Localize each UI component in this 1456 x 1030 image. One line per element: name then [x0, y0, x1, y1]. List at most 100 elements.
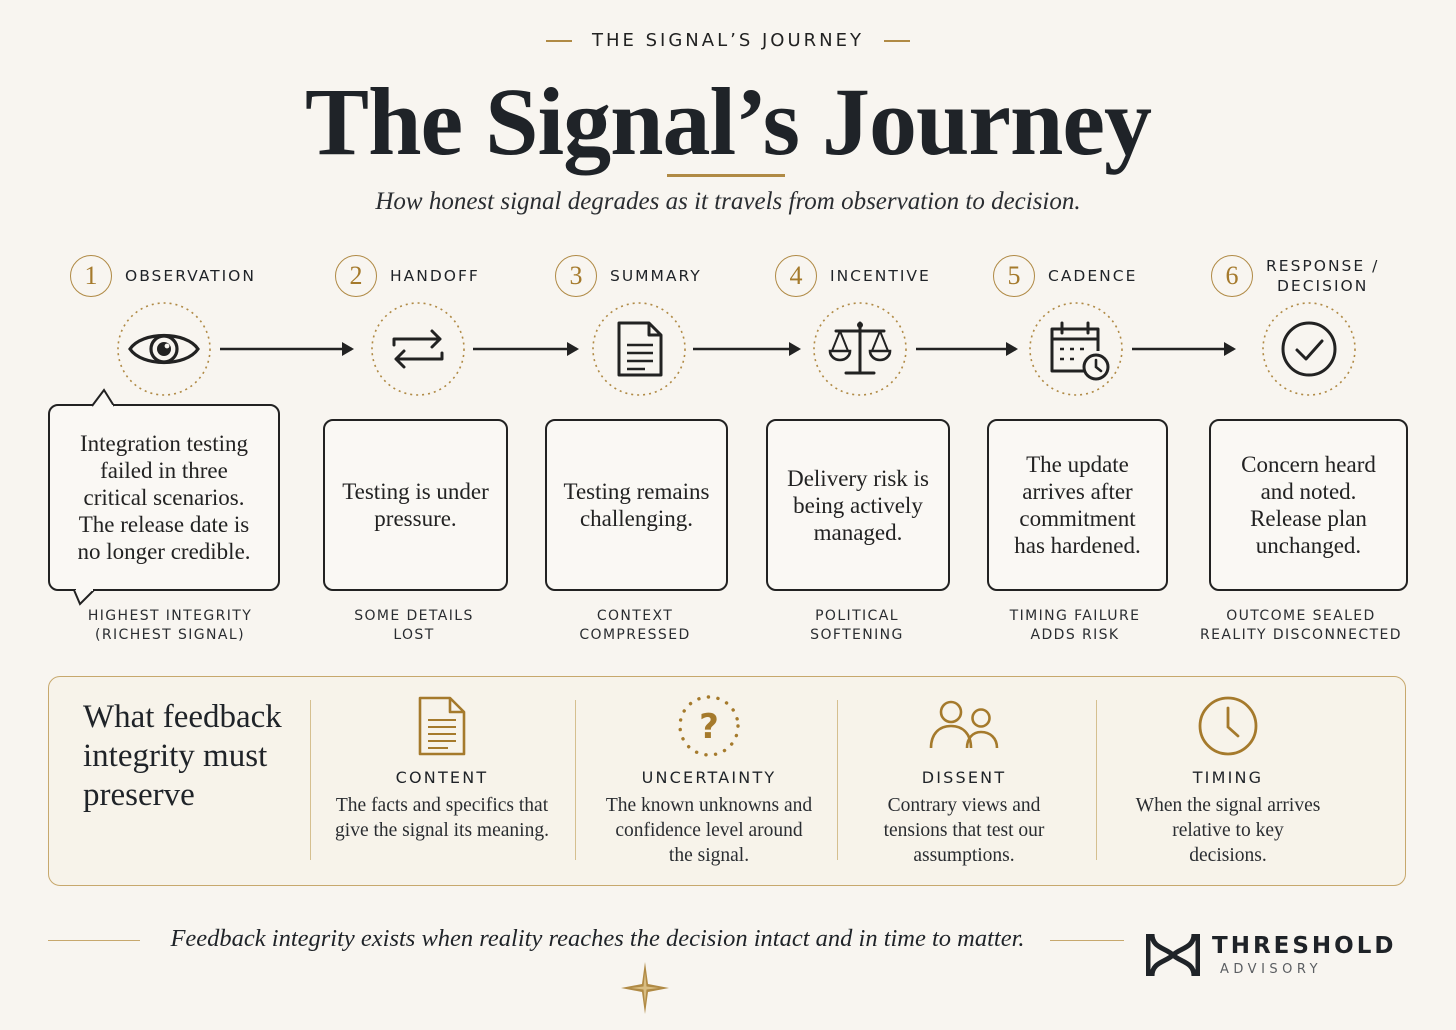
stage-3-note: CONTEXT COMPRESSED	[540, 607, 730, 645]
stage-6-label-line2: DECISION	[1277, 277, 1369, 295]
integrity-panel	[48, 676, 1406, 886]
stage-1-label: OBSERVATION	[125, 267, 256, 285]
stage-2-note-line1: SOME DETAILS	[354, 608, 474, 624]
page-title: The Signal’s Journey	[305, 68, 1152, 175]
threshold-logo-icon	[1146, 933, 1200, 977]
stage-6-note-line1: OUTCOME SEALED	[1226, 608, 1376, 624]
stage-5-note: TIMING FAILURE ADDS RISK	[980, 607, 1170, 645]
stage-5-message: The update arrives after commitment has …	[1014, 452, 1141, 558]
stage-4-note-line1: POLITICAL	[815, 608, 899, 624]
pillar-dissent-label: DISSENT	[921, 768, 1007, 787]
pillar-timing-text: When the signal arrives relative to key …	[1135, 795, 1321, 866]
scales-icon	[813, 302, 907, 396]
stage-1-message: Integration testing failed in three crit…	[77, 431, 251, 564]
stage-4-message-box: Delivery risk is being actively managed.	[766, 419, 950, 591]
eyebrow-rule-left	[546, 40, 572, 42]
panel-divider-1	[310, 700, 312, 860]
stage-6-message: Concern heard and noted. Release plan un…	[1241, 452, 1376, 558]
stage-2-note: SOME DETAILS LOST	[320, 607, 508, 645]
stage-6-label-line1: RESPONSE /	[1266, 257, 1380, 275]
stage-4-note-line2: SOFTENING	[810, 627, 904, 643]
panel-divider-3	[837, 700, 839, 860]
arrow-1-to-2	[220, 342, 354, 356]
stage-1-note-line2: (RICHEST SIGNAL)	[95, 627, 245, 643]
stage-6-header: 6 RESPONSE / DECISION	[1211, 254, 1379, 298]
stage-2-label: HANDOFF	[390, 267, 480, 285]
stage-6-label: RESPONSE / DECISION	[1266, 256, 1379, 296]
brand-logo: THRESHOLD ADVISORY	[1146, 930, 1396, 980]
stage-3-note-line2: COMPRESSED	[579, 627, 691, 643]
pillar-uncertainty: ? UNCERTAINTY The known unknowns and con…	[605, 690, 813, 868]
title-underline	[667, 174, 785, 177]
people-icon	[929, 700, 999, 749]
svg-text:?: ?	[699, 707, 719, 747]
arrow-2-to-3	[473, 342, 579, 356]
stage-1-box-bottom-tail	[73, 588, 95, 606]
stage-2-message: Testing is under pressure.	[342, 479, 489, 531]
calendar-clock-icon	[1029, 302, 1123, 396]
panel-divider-2	[575, 700, 577, 860]
stage-6-note: OUTCOME SEALED REALITY DISCONNECTED	[1196, 607, 1406, 645]
stage-3-number: 3	[555, 255, 597, 297]
brand-sub: ADVISORY	[1220, 962, 1323, 977]
stage-2-header: 2 HANDOFF	[335, 254, 480, 298]
pillar-timing-label: TIMING	[1192, 768, 1264, 787]
stage-3-note-line1: CONTEXT	[596, 608, 674, 624]
stage-1-box-top-tail	[91, 388, 115, 408]
pillar-timing: TIMING When the signal arrives relative …	[1135, 690, 1321, 868]
brand-name: THRESHOLD	[1212, 933, 1397, 959]
stage-5-note-line1: TIMING FAILURE	[1009, 608, 1141, 624]
stage-6-message-box: Concern heard and noted. Release plan un…	[1209, 419, 1408, 591]
pillar-content-label: CONTENT	[395, 768, 489, 787]
compass-star-icon	[621, 962, 669, 1014]
check-circle-icon	[1262, 302, 1356, 396]
stage-2-number: 2	[335, 255, 377, 297]
stage-5-label: CADENCE	[1048, 267, 1138, 285]
pillar-dissent-text: Contrary views and tensions that test ou…	[883, 795, 1045, 866]
eyebrow: THE SIGNAL’S JOURNEY	[0, 30, 1456, 51]
stage-1-header: 1 OBSERVATION	[70, 254, 256, 298]
stage-4-label: INCENTIVE	[830, 267, 931, 285]
pillar-dissent: DISSENT Contrary views and tensions that…	[868, 690, 1060, 868]
stage-3-header: 3 SUMMARY	[555, 254, 702, 298]
footer-rule-right	[1050, 940, 1124, 942]
clock-icon	[1198, 696, 1258, 756]
stage-2-note-line2: LOST	[393, 627, 435, 643]
document-icon	[592, 302, 686, 396]
stage-3-label: SUMMARY	[610, 267, 702, 285]
footer-quote: Feedback integrity exists when reality r…	[170, 925, 1025, 952]
document-icon	[418, 696, 466, 756]
arrow-3-to-4	[693, 342, 801, 356]
stage-6-number: 6	[1211, 255, 1253, 297]
pillar-uncertainty-text: The known unknowns and confidence level …	[605, 795, 813, 866]
pillar-content-text: The facts and specifics that give the si…	[335, 795, 549, 841]
stage-5-message-box: The update arrives after commitment has …	[987, 419, 1168, 591]
pillar-uncertainty-label: UNCERTAINTY	[641, 768, 777, 787]
stage-4-message: Delivery risk is being actively managed.	[787, 465, 929, 545]
stage-2-message-box: Testing is under pressure.	[323, 419, 508, 591]
exchange-arrows-icon	[371, 302, 465, 396]
arrow-5-to-6	[1132, 342, 1236, 356]
stage-6-note-line2: REALITY DISCONNECTED	[1200, 627, 1402, 643]
stage-1-note: HIGHEST INTEGRITY (RICHEST SIGNAL)	[70, 607, 270, 645]
arrow-4-to-5	[916, 342, 1018, 356]
stage-5-number: 5	[993, 255, 1035, 297]
stage-1-note-line1: HIGHEST INTEGRITY	[87, 608, 253, 624]
question-mark-icon: ?	[678, 695, 740, 757]
eyebrow-text: THE SIGNAL’S JOURNEY	[592, 30, 864, 51]
stage-5-note-line2: ADDS RISK	[1030, 627, 1120, 643]
footer-rule-left	[48, 940, 140, 942]
stage-3-message: Testing remains challenging.	[563, 479, 710, 531]
stage-1-number: 1	[70, 255, 112, 297]
stage-3-message-box: Testing remains challenging.	[545, 419, 728, 591]
panel-divider-4	[1096, 700, 1098, 860]
stage-5-header: 5 CADENCE	[993, 254, 1137, 298]
stage-4-number: 4	[775, 255, 817, 297]
panel-title: What feedback integrity must preserve	[83, 699, 282, 813]
eye-icon	[117, 302, 211, 396]
stage-1-message-box: Integration testing failed in three crit…	[48, 404, 280, 591]
stage-4-note: POLITICAL SOFTENING	[762, 607, 952, 645]
stage-4-header: 4 INCENTIVE	[775, 254, 931, 298]
page-subtitle: How honest signal degrades as it travels…	[375, 188, 1081, 215]
pillar-content: CONTENT The facts and specifics that giv…	[335, 690, 549, 843]
